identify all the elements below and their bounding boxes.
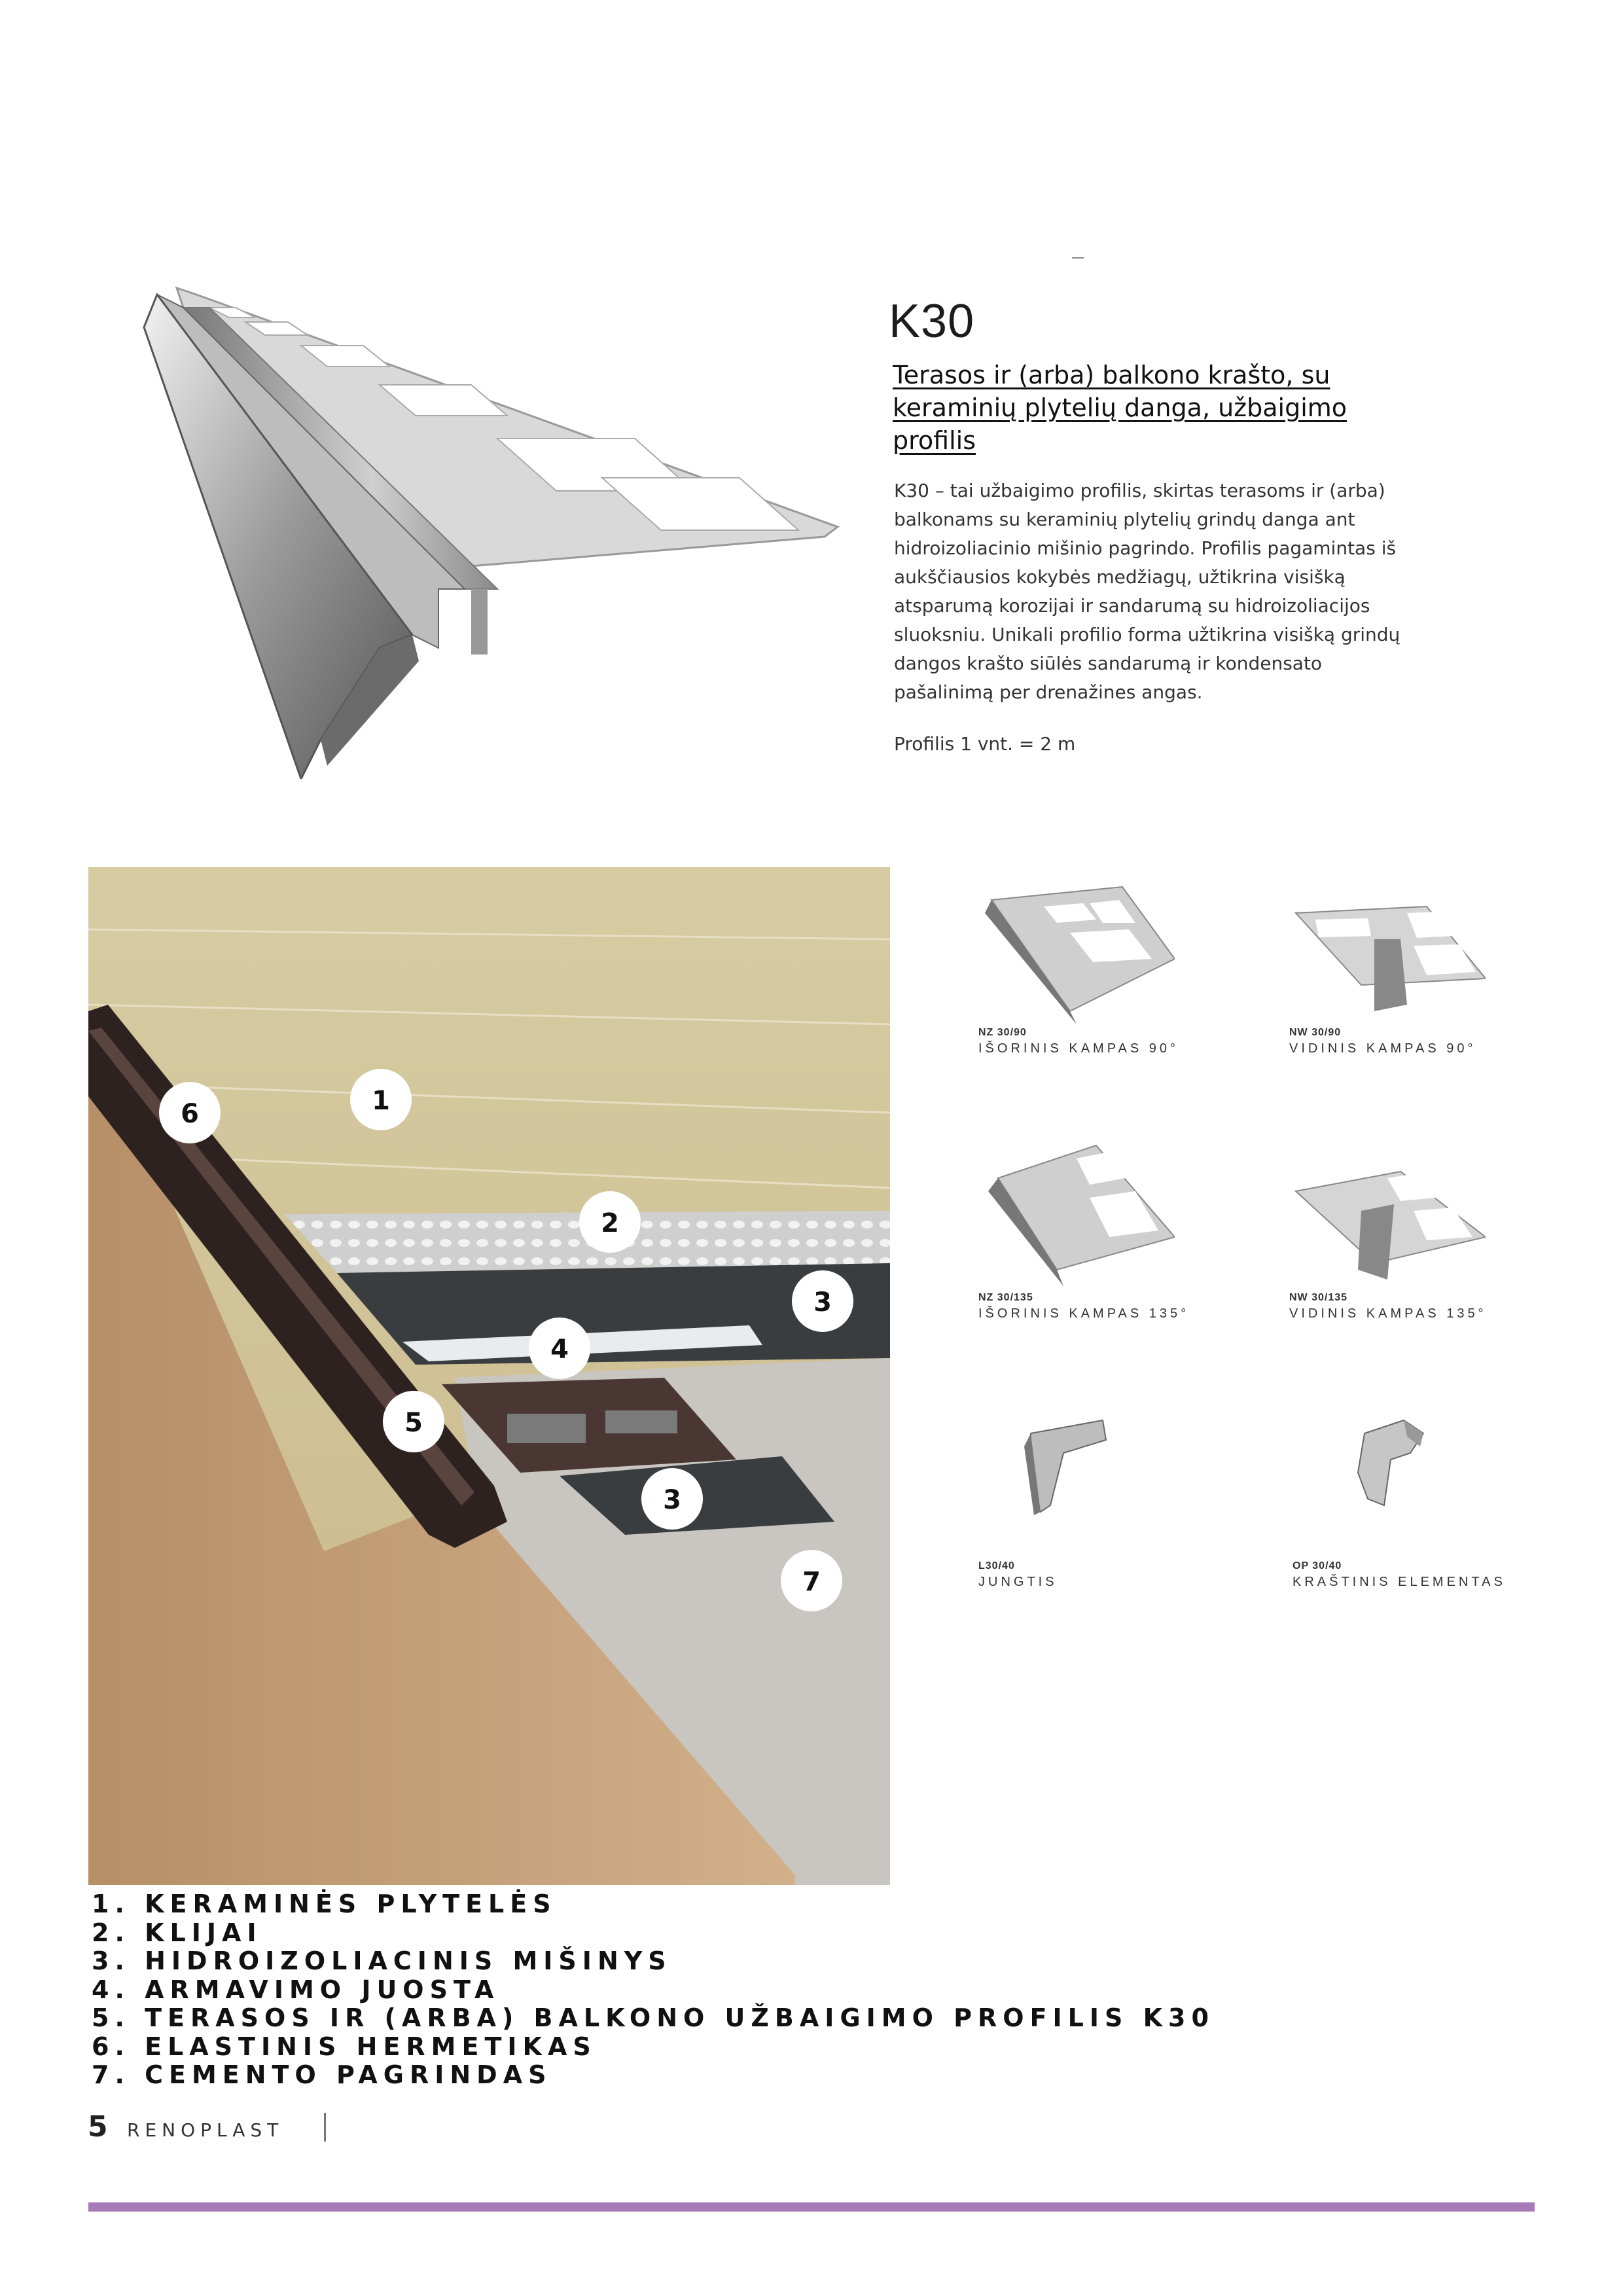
product-title: K30 [889, 295, 975, 348]
accessory-code: OP 30/40 [1293, 1560, 1342, 1571]
accessory-code: NW 30/90 [1289, 1027, 1342, 1038]
badge-5: 5 [383, 1391, 444, 1452]
accessory-code: NZ 30/90 [978, 1027, 1027, 1038]
accessory-image [988, 1144, 1176, 1286]
accessory-caption: KRAŠTINIS ELEMENTAS [1293, 1575, 1506, 1589]
svg-text:3: 3 [663, 1485, 681, 1515]
svg-text:5: 5 [404, 1408, 423, 1438]
accessory-caption: JUNGTIS [978, 1575, 1058, 1589]
installation-scene: 1 2 3 4 5 6 3 7 [88, 867, 890, 1885]
accessory-nw-30-135: NW 30/135 VIDINIS KAMPAS 135° [1289, 1139, 1488, 1321]
unit-note: Profilis 1 vnt. = 2 m [894, 733, 1076, 755]
brand-name: RENOPLAST [127, 2119, 284, 2141]
accessory-code: L30/40 [978, 1560, 1015, 1571]
accessory-image [1024, 1419, 1107, 1515]
page-number: 5 [88, 2110, 108, 2144]
badge-3-top: 3 [792, 1270, 853, 1332]
accessory-image [985, 886, 1176, 1024]
badge-1: 1 [350, 1069, 412, 1130]
accessory-caption: VIDINIS KAMPAS 90° [1289, 1041, 1476, 1056]
accessory-nz-30-135: NZ 30/135 IŠORINIS KAMPAS 135° [978, 1139, 1189, 1321]
accent-bar [88, 2202, 1535, 2212]
svg-text:7: 7 [802, 1567, 821, 1597]
svg-text:6: 6 [181, 1099, 199, 1129]
accessory-code: NW 30/135 [1289, 1292, 1348, 1303]
product-subtitle: Terasos ir (arba) balkono krašto, su ker… [893, 361, 1347, 455]
badge-2: 2 [579, 1191, 641, 1253]
accessory-image [1294, 1170, 1488, 1280]
layer-legend: 1. KERAMINĖS PLYTELĖS 2. KLIJAI 3. HIDRO… [92, 1890, 1215, 2090]
accessory-op-30-40: OP 30/40 KRAŠTINIS ELEMENTAS [1293, 1407, 1506, 1590]
accessory-nw-30-90: NW 30/90 VIDINIS KAMPAS 90° [1289, 874, 1488, 1056]
svg-text:4: 4 [550, 1335, 569, 1365]
accessory-image [1294, 905, 1488, 1011]
accessory-image [1357, 1419, 1425, 1507]
footer-divider [324, 2113, 326, 2142]
scene-badges: 1 2 3 4 5 6 3 7 [159, 1069, 853, 1611]
legend-item: 4. ARMAVIMO JUOSTA [92, 1975, 500, 2004]
badge-7: 7 [781, 1550, 842, 1611]
accessory-caption: VIDINIS KAMPAS 135° [1289, 1306, 1487, 1321]
svg-text:1: 1 [372, 1086, 390, 1116]
accessory-l30-40: L30/40 JUNGTIS [978, 1407, 1175, 1590]
svg-text:2: 2 [601, 1208, 619, 1238]
k30-profile-illustration [143, 286, 840, 779]
legend-item: 6. ELASTINIS HERMETIKAS [92, 2032, 597, 2061]
legend-item: 5. TERASOS IR (ARBA) BALKONO UŽBAIGIMO P… [92, 2003, 1215, 2032]
legend-item: 1. KERAMINĖS PLYTELĖS [92, 1890, 557, 1918]
badge-3-bottom: 3 [641, 1468, 703, 1530]
accessory-caption: IŠORINIS KAMPAS 135° [978, 1306, 1190, 1321]
legend-item: 2. KLIJAI [92, 1918, 262, 1947]
legend-item: 7. CEMENTO PAGRINDAS [92, 2060, 552, 2089]
accessory-nz-30-90: NZ 30/90 IŠORINIS KAMPAS 90° [978, 874, 1179, 1056]
svg-text:3: 3 [813, 1287, 832, 1318]
badge-4: 4 [529, 1318, 590, 1379]
accessory-caption: IŠORINIS KAMPAS 90° [978, 1041, 1179, 1056]
badge-6: 6 [159, 1082, 221, 1143]
product-description: K30 – tai užbaigimo profilis, skirtas te… [894, 480, 1400, 703]
top-dash [1072, 257, 1084, 259]
legend-item: 3. HIDROIZOLIACINIS MIŠINYS [92, 1946, 672, 1975]
accessory-code: NZ 30/135 [978, 1292, 1033, 1303]
